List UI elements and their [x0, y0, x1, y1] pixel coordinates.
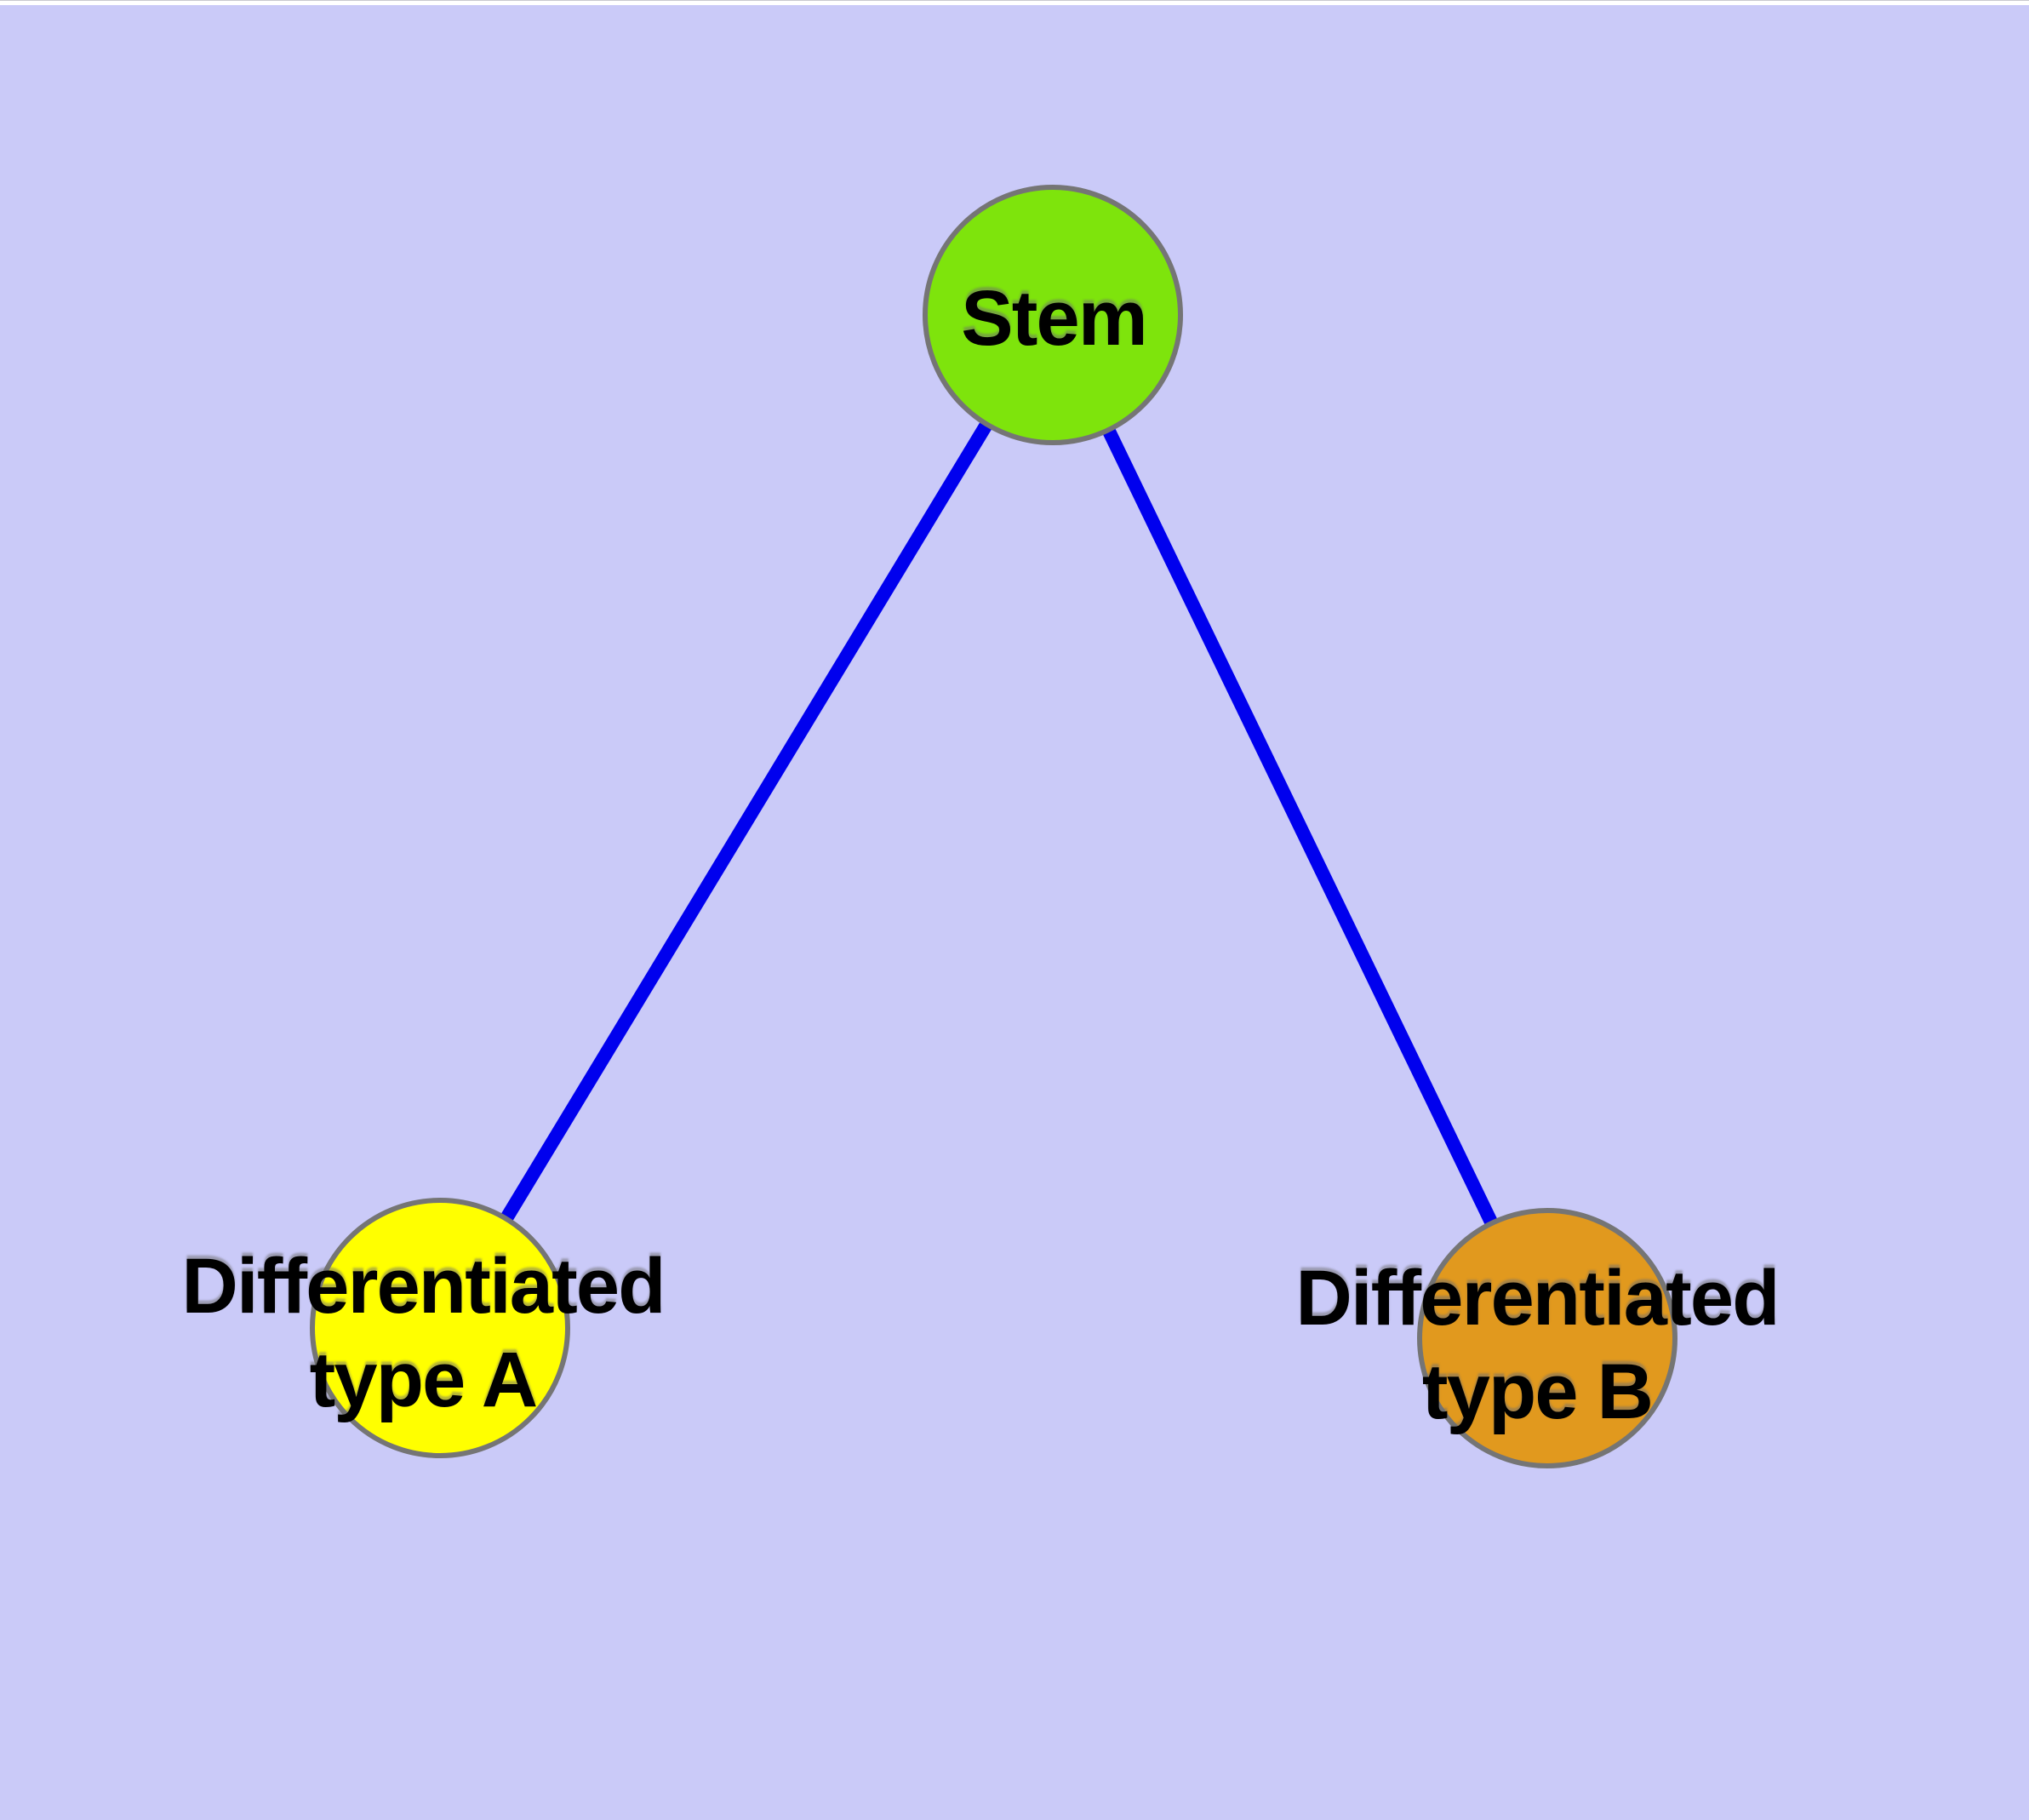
node-stem-label: Stem — [961, 272, 1147, 365]
node-type-a-circle — [310, 1198, 570, 1458]
edge-stem-to-type-a — [434, 311, 1059, 1332]
node-type-a-label-line2: type A — [309, 1336, 539, 1423]
node-type-b-label-line2: type B — [1421, 1348, 1654, 1435]
node-type-a-label-line1: Differentiated — [181, 1243, 666, 1330]
node-type-b-label-line1: Differentiated — [1295, 1255, 1780, 1342]
top-frame-strip — [0, 0, 2029, 5]
node-type-a-label: Differentiated type A — [181, 1239, 666, 1427]
node-stem-label-text: Stem — [961, 275, 1147, 362]
edge-stem-to-type-b — [1046, 312, 1554, 1342]
node-type-b-label: Differentiated type B — [1295, 1251, 1780, 1439]
node-type-b-circle — [1417, 1208, 1677, 1468]
node-stem-circle — [923, 185, 1183, 445]
